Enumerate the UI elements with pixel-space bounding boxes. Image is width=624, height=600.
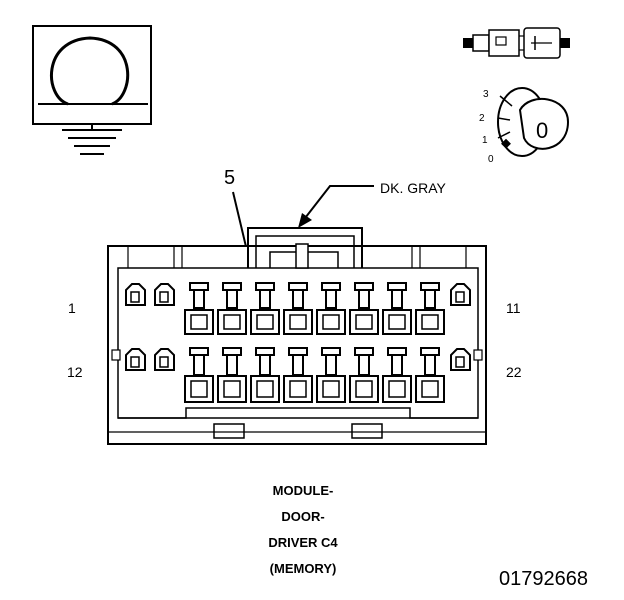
empty-cavity bbox=[154, 283, 175, 306]
caption-line-3: DRIVER C4 bbox=[268, 535, 338, 550]
terminal-cavity bbox=[382, 347, 412, 403]
key-position-1: 1 bbox=[482, 135, 488, 146]
wire-color-label: DK. GRAY bbox=[380, 180, 447, 196]
key-face-label: 0 bbox=[536, 118, 548, 143]
terminal-cavity bbox=[283, 347, 313, 403]
key-position-2: 2 bbox=[479, 113, 485, 124]
empty-cavity bbox=[450, 348, 471, 371]
cavity-row-top bbox=[125, 282, 471, 335]
connector-housing bbox=[107, 227, 487, 445]
terminal-cavity bbox=[316, 282, 346, 335]
cavity-row-bottom bbox=[125, 347, 471, 403]
terminal-cavity bbox=[184, 282, 214, 335]
ground-resistance-symbol-icon bbox=[32, 25, 152, 155]
terminal-cavity bbox=[382, 282, 412, 335]
empty-cavity bbox=[450, 283, 471, 306]
figure-number: 01792668 bbox=[499, 568, 588, 590]
wire-color-leader bbox=[301, 185, 374, 223]
terminal-cavity bbox=[217, 282, 247, 335]
terminal-cavity bbox=[349, 282, 379, 335]
caption-line-1: MODULE- bbox=[273, 483, 334, 498]
terminal-cavity bbox=[250, 282, 280, 335]
terminal-cavity bbox=[283, 282, 313, 335]
terminal-cavity bbox=[415, 347, 445, 403]
key-position-3: 3 bbox=[483, 89, 489, 100]
empty-cavity bbox=[125, 348, 146, 371]
pin-label-12: 12 bbox=[67, 364, 83, 380]
key-position-icon bbox=[497, 87, 570, 157]
wire-color-arrowhead bbox=[298, 213, 312, 228]
empty-cavity bbox=[154, 348, 175, 371]
caption-line-4: (MEMORY) bbox=[270, 561, 337, 576]
cavity-number-callout: 5 bbox=[224, 167, 235, 189]
pin-label-22: 22 bbox=[506, 364, 522, 380]
key-position-0: 0 bbox=[488, 154, 494, 165]
empty-cavity bbox=[125, 283, 146, 306]
pin-label-11: 11 bbox=[506, 300, 521, 316]
inline-connector-icon bbox=[463, 27, 570, 59]
terminal-cavity bbox=[250, 347, 280, 403]
pin-label-1: 1 bbox=[68, 300, 76, 316]
terminal-cavity bbox=[349, 347, 379, 403]
terminal-cavity bbox=[184, 347, 214, 403]
terminal-cavity bbox=[316, 347, 346, 403]
terminal-cavity bbox=[415, 282, 445, 335]
caption-line-2: DOOR- bbox=[281, 509, 324, 524]
terminal-cavity bbox=[217, 347, 247, 403]
